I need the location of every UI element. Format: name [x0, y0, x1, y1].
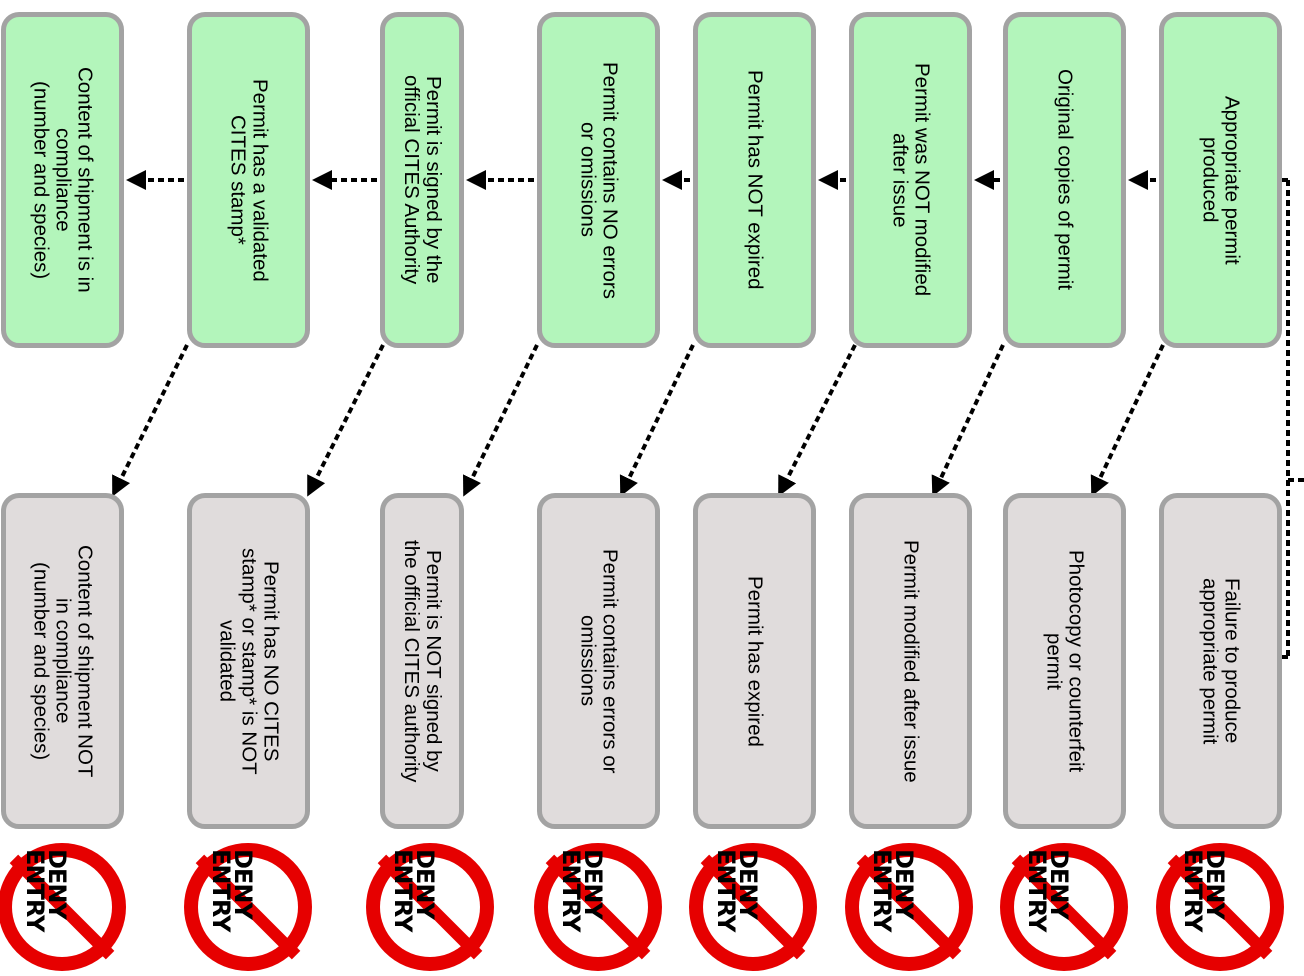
- fail-outcome: Permit is NOT signed by the official CIT…: [380, 493, 464, 829]
- fail-outcome: Photocopy or counterfeit permit: [1003, 493, 1126, 829]
- fail-outcome-label: Content of shipment NOT in compliance (n…: [29, 544, 97, 778]
- fail-outcome: Failure to produce appropriate permit: [1159, 493, 1282, 829]
- fail-path-arrow: [463, 344, 539, 497]
- fail-path-arrow: [112, 344, 189, 497]
- pass-step-label: Appropriate permit produced: [1198, 95, 1244, 265]
- fail-path-arrow: [778, 344, 857, 497]
- deny-entry-sign: DENY ENTRY: [1000, 843, 1128, 971]
- deny-entry-text: DENY ENTRY: [1179, 849, 1229, 932]
- fail-outcome-label: Permit is NOT signed by the official CIT…: [400, 539, 445, 783]
- fail-outcome: Content of shipment NOT in compliance (n…: [1, 493, 124, 829]
- deny-entry-sign: DENY ENTRY: [184, 843, 312, 971]
- deny-entry-text: DENY ENTRY: [712, 849, 762, 932]
- deny-entry-text: DENY ENTRY: [557, 849, 607, 932]
- deny-entry-text: DENY ENTRY: [389, 849, 439, 932]
- deny-entry-sign: DENY ENTRY: [0, 843, 126, 971]
- fail-path-arrow: [307, 344, 385, 497]
- deny-entry-sign: DENY ENTRY: [534, 843, 662, 971]
- pass-step-label: Permit has NOT expired: [743, 70, 767, 290]
- fail-outcome-label: Failure to produce appropriate permit: [1198, 577, 1244, 745]
- fail-outcome-label: Permit has expired: [743, 575, 767, 747]
- pass-step: Appropriate permit produced: [1159, 12, 1282, 348]
- fail-outcome: Permit modified after issue: [849, 493, 972, 829]
- deny-entry-sign: DENY ENTRY: [689, 843, 817, 971]
- fail-outcome: Permit has expired: [693, 493, 816, 829]
- pass-step-label: Content of shipment is in compliance (nu…: [29, 67, 97, 293]
- deny-entry-sign: DENY ENTRY: [366, 843, 494, 971]
- pass-step: Permit contains NO errors or omissions: [537, 12, 660, 348]
- pass-step-label: Permit has a validated CITES stamp*: [226, 78, 272, 282]
- pass-step-label: Permit contains NO errors or omissions: [576, 61, 622, 299]
- pass-step: Permit was NOT modified after issue: [849, 12, 972, 348]
- deny-entry-sign: DENY ENTRY: [845, 843, 973, 971]
- deny-entry-text: DENY ENTRY: [868, 849, 918, 932]
- fail-outcome: Permit contains errors or omissions: [537, 493, 660, 829]
- fail-outcome-label: Permit contains errors or omissions: [576, 548, 622, 774]
- deny-entry-sign: DENY ENTRY: [1156, 843, 1284, 971]
- pass-step: Permit has NOT expired: [693, 12, 816, 348]
- deny-entry-text: DENY ENTRY: [1023, 849, 1073, 932]
- pass-step: Content of shipment is in compliance (nu…: [1, 12, 124, 348]
- deny-entry-text: DENY ENTRY: [21, 849, 71, 932]
- fail-path-arrow: [1090, 344, 1165, 497]
- fail-outcome-label: Photocopy or counterfeit permit: [1042, 549, 1088, 773]
- pass-step: Permit is signed by the official CITES A…: [380, 12, 464, 348]
- deny-entry-text: DENY ENTRY: [207, 849, 257, 932]
- pass-step-label: Original copies of permit: [1053, 69, 1077, 291]
- pass-step: Permit has a validated CITES stamp*: [187, 12, 310, 348]
- pass-step-label: Permit was NOT modified after issue: [888, 63, 934, 297]
- pass-step: Original copies of permit: [1003, 12, 1126, 348]
- fail-outcome: Permit has NO CITES stamp* or stamp* is …: [187, 493, 310, 829]
- fail-outcome-label: Permit has NO CITES stamp* or stamp* is …: [215, 547, 283, 775]
- fail-path-arrow: [619, 344, 695, 497]
- fail-path-arrow: [931, 344, 1005, 497]
- fail-outcome-label: Permit modified after issue: [899, 539, 923, 783]
- pass-step-label: Permit is signed by the official CITES A…: [400, 75, 445, 285]
